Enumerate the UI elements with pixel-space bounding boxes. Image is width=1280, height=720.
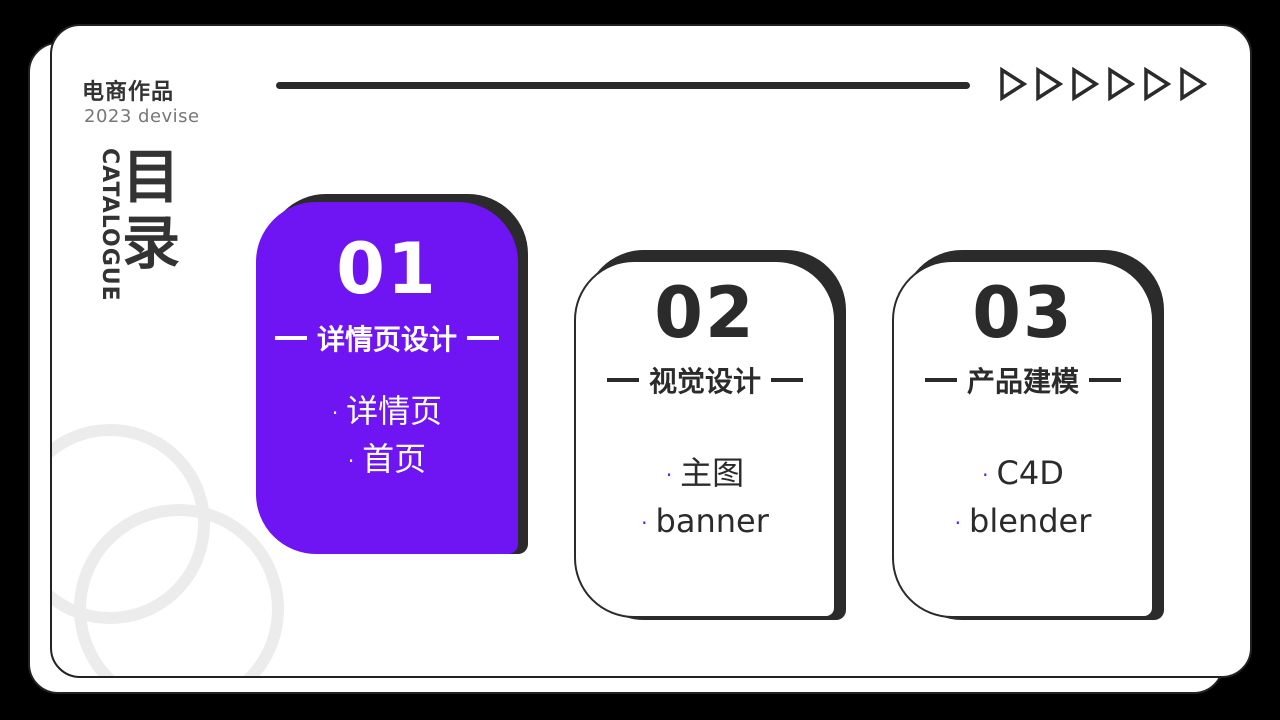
list-item[interactable]: ·详情页 — [331, 392, 443, 430]
list-item[interactable]: ·banner — [641, 502, 769, 540]
list-item[interactable]: ·C4D — [982, 454, 1064, 492]
list-item[interactable]: ·首页 — [347, 440, 427, 478]
triangle-arrow-right-icon — [1036, 66, 1064, 102]
section-items: ·主图 ·banner — [576, 450, 834, 546]
section-number: 02 — [654, 272, 756, 354]
section-title: 产品建模 — [894, 360, 1152, 400]
section-number: 01 — [336, 228, 438, 310]
triangle-arrow-right-icon — [1000, 66, 1028, 102]
catalogue-title: 目 录 — [118, 144, 184, 276]
catalogue-char: 录 — [121, 209, 180, 277]
section-title: 视觉设计 — [576, 360, 834, 400]
brand-subtitle: 2023 devise — [84, 106, 200, 127]
triangle-arrow-right-icon — [1108, 66, 1136, 102]
list-item[interactable]: ·blender — [954, 502, 1092, 540]
triangle-arrow-right-icon — [1072, 66, 1100, 102]
list-item[interactable]: ·主图 — [665, 454, 745, 492]
arrows-decoration — [1000, 66, 1208, 102]
triangle-arrow-right-icon — [1180, 66, 1208, 102]
section-number: 03 — [972, 272, 1074, 354]
catalogue-char: 目 — [121, 143, 180, 211]
section-items: ·详情页 ·首页 — [258, 388, 516, 484]
header-divider — [276, 82, 970, 89]
brand-title: 电商作品 — [82, 80, 175, 105]
catalogue-english: CATALOGUE — [97, 148, 122, 302]
slide-card: 电商作品 2023 devise 目 录 CATALOGUE 01 详情页设计 … — [50, 24, 1252, 678]
section-title: 详情页设计 — [258, 318, 516, 358]
section-items: ·C4D ·blender — [894, 450, 1152, 546]
triangle-arrow-right-icon — [1144, 66, 1172, 102]
